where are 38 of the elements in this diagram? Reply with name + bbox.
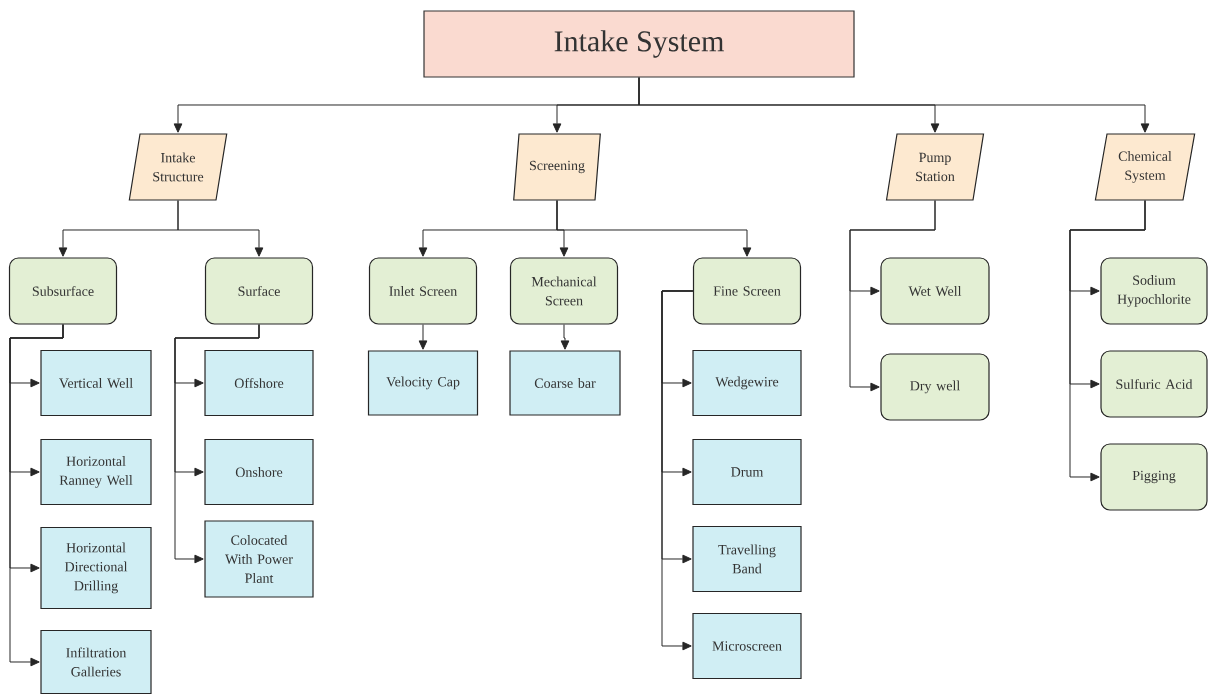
rounded-box: Inlet Screen — [368, 257, 478, 325]
item-box: Horizontal Ranney Well — [40, 438, 152, 506]
category-parallelogram: Chemical System — [1094, 133, 1196, 201]
item-box: Offshore — [204, 349, 314, 417]
item-box: Velocity Cap — [367, 350, 479, 416]
connector-arrow — [418, 324, 428, 350]
rounded-box: Fine Screen — [692, 257, 802, 325]
rounded-box: Sulfuric Acid — [1100, 350, 1208, 418]
rounded-box: Pigging — [1100, 443, 1208, 511]
category-parallelogram: Screening — [513, 133, 601, 201]
rounded-box: Mechanical Screen — [509, 257, 619, 325]
item-box: Vertical Well — [40, 349, 152, 417]
item-box: Travelling Band — [692, 525, 802, 593]
connector-arrow — [556, 200, 752, 257]
connector-arrow — [174, 324, 260, 564]
connector-arrow — [638, 77, 1150, 133]
connector-arrow — [9, 324, 64, 667]
rounded-box: Surface — [204, 257, 314, 325]
item-box: Colocated With Power Plant — [204, 520, 314, 598]
category-parallelogram: Intake Structure — [128, 133, 228, 201]
item-box: Infiltration Galleries — [40, 629, 152, 695]
rounded-box: Dry well — [880, 353, 990, 421]
rounded-box: Sodium Hypochlorite — [1100, 257, 1208, 325]
connector-arrow — [177, 200, 264, 257]
connector-arrow — [849, 200, 936, 392]
connector-arrow — [661, 290, 694, 651]
category-parallelogram: Pump Station — [885, 133, 985, 201]
item-box: Horizontal Directional Drilling — [40, 526, 152, 610]
rounded-box: Subsurface — [8, 257, 118, 325]
connector-arrow — [560, 324, 570, 350]
connector-arrow — [1069, 200, 1146, 482]
item-box: Coarse bar — [509, 350, 621, 416]
rounded-box: Wet Well — [880, 257, 990, 325]
item-box: Onshore — [204, 438, 314, 506]
title-box: Intake System — [423, 10, 855, 78]
item-box: Microscreen — [692, 612, 802, 680]
item-box: Wedgewire — [692, 349, 802, 417]
item-box: Drum — [692, 438, 802, 506]
